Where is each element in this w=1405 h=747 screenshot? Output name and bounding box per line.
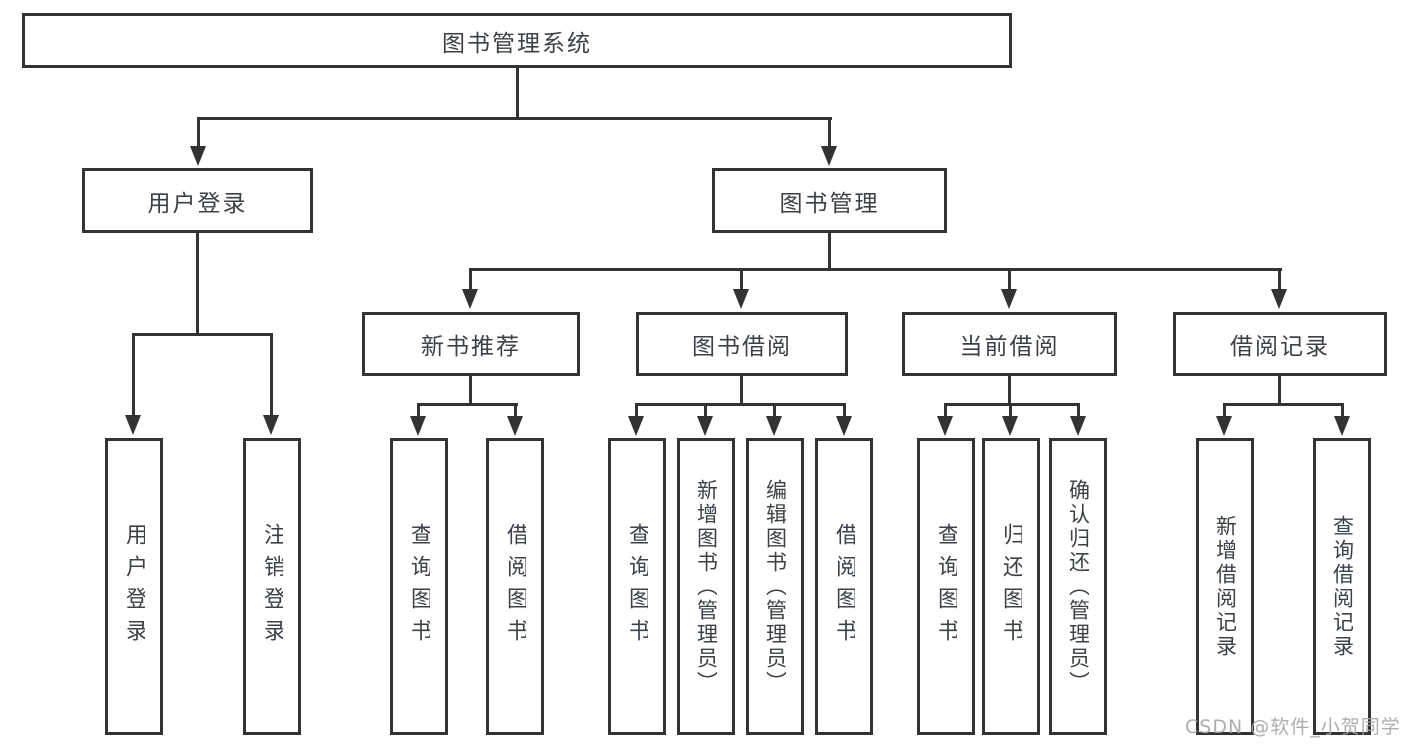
- leaf-confirm-return-admin: 确认归还（管理员）: [1049, 438, 1107, 735]
- node-book-management-system: 图书管理系统: [22, 13, 1012, 68]
- line-segment: [1341, 403, 1344, 418]
- arrowhead-down-icon: [1001, 289, 1017, 309]
- arrowhead-down-icon: [1334, 416, 1350, 436]
- arrowhead-down-icon: [462, 289, 478, 309]
- node-label: 查询图书: [408, 522, 430, 651]
- leaf-query-books-borrowing: 查询图书: [608, 438, 666, 735]
- line-segment: [773, 403, 776, 418]
- line-segment: [417, 403, 518, 406]
- line-segment: [469, 268, 1282, 271]
- leaf-borrow-books-recommend: 借阅图书: [486, 438, 544, 735]
- line-segment: [1008, 268, 1011, 290]
- line-segment: [944, 403, 947, 418]
- arrowhead-down-icon: [821, 146, 837, 166]
- node-label: 当前借阅: [959, 334, 1060, 360]
- arrowhead-down-icon: [1002, 416, 1018, 436]
- node-label: 注销登录: [261, 522, 283, 651]
- arrowhead-down-icon: [836, 416, 852, 436]
- node-label: 查询借阅记录: [1331, 514, 1353, 659]
- node-label: 图书管理系统: [442, 30, 592, 57]
- arrowhead-down-icon: [125, 415, 141, 435]
- arrowhead-down-icon: [697, 416, 713, 436]
- node-label: 新增借阅记录: [1214, 514, 1236, 659]
- arrowhead-down-icon: [766, 416, 782, 436]
- leaf-user-login: 用户登录: [105, 438, 163, 735]
- node-label: 归还图书: [1000, 522, 1022, 651]
- csdn-watermark: CSDN @软件_小贺同学: [1185, 716, 1401, 738]
- node-label: 图书管理: [779, 190, 880, 217]
- node-label: 确认归还（管理员）: [1067, 478, 1089, 695]
- line-segment: [1278, 268, 1281, 290]
- arrowhead-down-icon: [410, 416, 426, 436]
- line-segment: [1223, 403, 1344, 406]
- arrowhead-down-icon: [190, 146, 206, 166]
- arrowhead-down-icon: [263, 415, 279, 435]
- node-label: 借阅图书: [833, 522, 855, 651]
- line-segment: [828, 233, 831, 270]
- node-label: 借阅图书: [504, 522, 526, 651]
- line-segment: [944, 403, 1080, 406]
- arrowhead-down-icon: [937, 416, 953, 436]
- line-segment: [1278, 376, 1281, 406]
- node-label: 借阅记录: [1230, 334, 1330, 360]
- line-segment: [1008, 376, 1011, 406]
- node-label: 新书推荐: [421, 334, 521, 360]
- line-segment: [1077, 403, 1080, 418]
- line-segment: [514, 403, 517, 418]
- line-segment: [197, 117, 832, 120]
- line-segment: [843, 403, 846, 418]
- line-segment: [635, 403, 846, 406]
- node-book-borrowing: 图书借阅: [636, 312, 848, 376]
- node-book-management-branch: 图书管理: [712, 168, 947, 233]
- line-segment: [516, 68, 519, 120]
- line-segment: [469, 268, 472, 290]
- node-label: 查询图书: [935, 522, 957, 651]
- line-segment: [196, 233, 199, 336]
- leaf-add-borrow-record: 新增借阅记录: [1196, 438, 1254, 735]
- arrowhead-down-icon: [628, 416, 644, 436]
- line-segment: [197, 117, 200, 149]
- node-borrowing-records: 借阅记录: [1173, 312, 1387, 376]
- arrowhead-down-icon: [1216, 416, 1232, 436]
- line-segment: [132, 333, 135, 417]
- line-segment: [635, 403, 638, 418]
- node-label: 查询图书: [626, 522, 648, 651]
- line-segment: [132, 333, 273, 336]
- leaf-query-borrow-record: 查询借阅记录: [1313, 438, 1371, 735]
- arrowhead-down-icon: [507, 416, 523, 436]
- node-label: 图书借阅: [692, 334, 792, 360]
- leaf-borrow-books: 借阅图书: [815, 438, 873, 735]
- line-segment: [417, 403, 420, 418]
- line-segment: [740, 268, 743, 290]
- node-label: 编辑图书（管理员）: [764, 478, 786, 695]
- line-segment: [1223, 403, 1226, 418]
- arrowhead-down-icon: [1070, 416, 1086, 436]
- leaf-return-books: 归还图书: [982, 438, 1040, 735]
- node-current-borrowing: 当前借阅: [902, 312, 1117, 376]
- line-segment: [828, 117, 831, 149]
- node-user-login-branch: 用户登录: [82, 168, 313, 233]
- line-segment: [469, 376, 472, 406]
- node-new-book-recommendation: 新书推荐: [362, 312, 580, 376]
- leaf-edit-books-admin: 编辑图书（管理员）: [746, 438, 804, 735]
- leaf-add-books-admin: 新增图书（管理员）: [677, 438, 735, 735]
- line-segment: [740, 376, 743, 406]
- line-segment: [270, 333, 273, 417]
- arrowhead-down-icon: [733, 289, 749, 309]
- node-label: 用户登录: [123, 522, 145, 651]
- node-label: 新增图书（管理员）: [695, 478, 717, 695]
- line-segment: [704, 403, 707, 418]
- node-label: 用户登录: [147, 190, 248, 217]
- line-segment: [1009, 403, 1012, 418]
- leaf-logout: 注销登录: [243, 438, 301, 735]
- leaf-query-books-current: 查询图书: [917, 438, 975, 735]
- leaf-query-books-recommend: 查询图书: [390, 438, 448, 735]
- arrowhead-down-icon: [1271, 289, 1287, 309]
